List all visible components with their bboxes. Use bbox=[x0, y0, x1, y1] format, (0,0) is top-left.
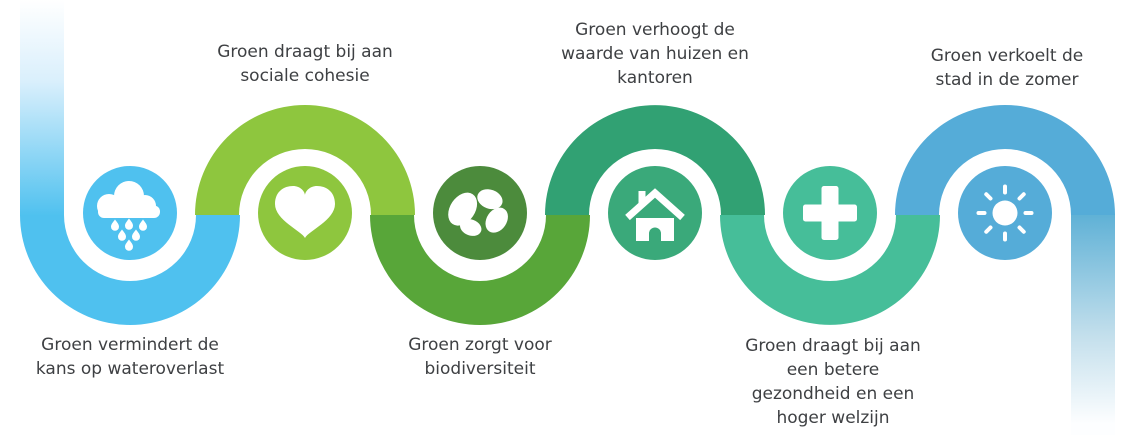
medical-cross-icon bbox=[803, 186, 857, 240]
node-rain-cloud bbox=[83, 166, 177, 260]
label-verkoelt-stad: Groen verkoelt de stad in de zomer bbox=[930, 46, 1084, 90]
label-waarde-huizen: Groen verhoogt de waarde van huizen en k… bbox=[561, 20, 749, 88]
label-gezondheid-welzijn: Groen draagt bij aan een betere gezondhe… bbox=[745, 336, 921, 428]
house-circle bbox=[608, 166, 702, 260]
heart-icon bbox=[275, 186, 335, 238]
sun-icon bbox=[976, 184, 1034, 242]
rain-cloud-icon bbox=[97, 181, 160, 251]
ribbon-valley-biodiversiteit bbox=[370, 215, 590, 325]
label-sociale-cohesie: Groen draagt bij aan sociale cohesie bbox=[217, 42, 393, 86]
label-wateroverlast: Groen vermindert de kans op wateroverlas… bbox=[35, 335, 225, 379]
ribbon-arch-waarde bbox=[545, 105, 765, 215]
house-door bbox=[649, 227, 661, 241]
ribbon-arch-verkoelt bbox=[895, 105, 1115, 215]
ribbon-valley-gezondheid bbox=[720, 215, 940, 325]
house-icon bbox=[625, 188, 685, 241]
node-house bbox=[608, 166, 702, 260]
node-sun bbox=[958, 166, 1052, 260]
ribbon-entry-band bbox=[20, 0, 64, 216]
label-biodiversiteit: Groen zorgt voor biodiversiteit bbox=[408, 335, 552, 379]
butterfly-icon bbox=[448, 189, 508, 236]
ribbon-arch-cohesie bbox=[195, 105, 415, 215]
node-butterfly bbox=[433, 166, 527, 260]
node-medical-cross bbox=[783, 166, 877, 260]
ribbon-valley-water bbox=[20, 215, 240, 325]
node-heart bbox=[258, 166, 352, 260]
ribbon-exit-band bbox=[1071, 214, 1115, 435]
butterfly-circle bbox=[433, 166, 527, 260]
